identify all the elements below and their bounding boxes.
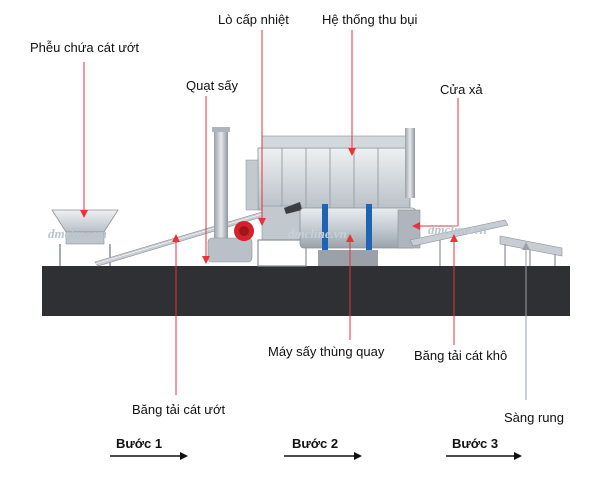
label-dry-conveyor: Băng tải cát khô (414, 348, 508, 363)
hopper (51, 209, 119, 266)
label-wet-conveyor: Băng tải cát ướt (132, 402, 226, 417)
drying-fan (207, 127, 254, 263)
label-screen: Sàng rung (504, 410, 564, 425)
label-fan: Quạt sấy (186, 78, 239, 93)
step-1-label: Bước 1 (116, 436, 163, 451)
watermark-center: dmcline.vn (288, 226, 347, 241)
dry-sand-conveyor (409, 219, 509, 266)
watermark-right: dmcline.vn (428, 222, 487, 237)
label-outlet: Cửa xả (440, 82, 483, 97)
pointer-screen (522, 242, 530, 400)
label-dryer: Máy sấy thùng quay (268, 344, 385, 359)
pointer-lines (80, 30, 459, 395)
vibrating-screen (499, 235, 563, 266)
label-hopper: Phễu chứa cát ướt (30, 40, 140, 55)
label-furnace: Lò cấp nhiệt (218, 12, 289, 27)
ground-slab (42, 266, 570, 316)
dust-collection-system (245, 128, 415, 211)
step-2-label: Bước 2 (292, 436, 339, 451)
step-arrows (110, 452, 522, 460)
watermark-left: dmcline.vn (48, 226, 107, 241)
step-3-label: Bước 3 (452, 436, 499, 451)
label-dust-system: Hệ thống thu bụi (322, 12, 418, 27)
